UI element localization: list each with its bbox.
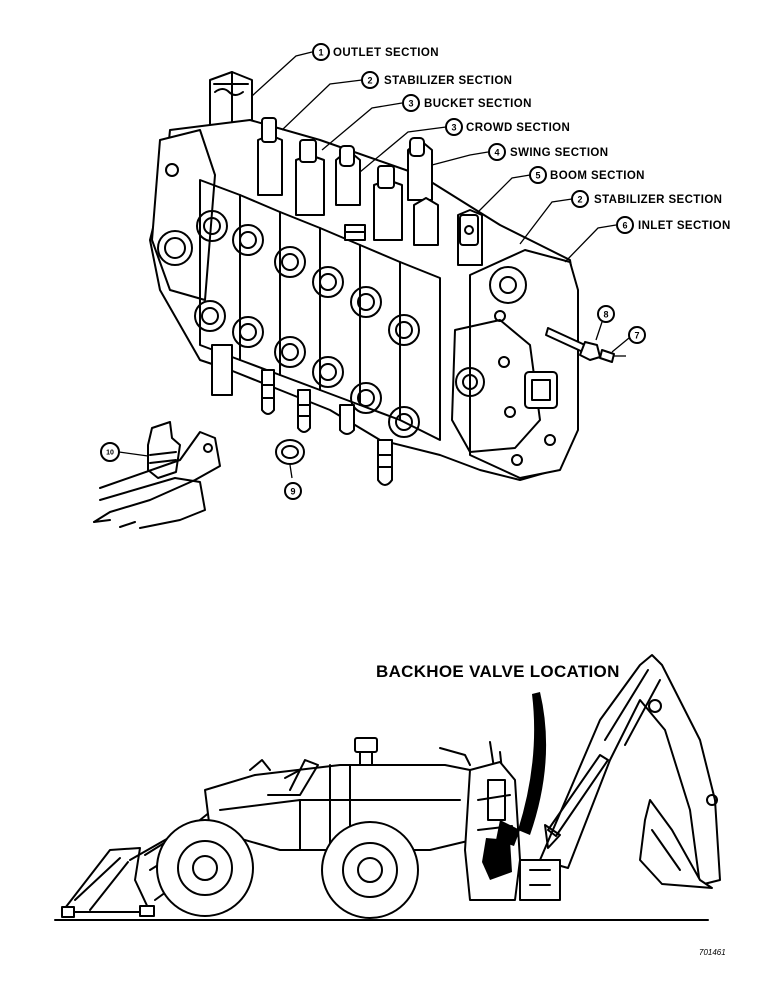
callout-label: SWING SECTION (510, 147, 608, 159)
callout-label: STABILIZER SECTION (594, 194, 722, 206)
callout-number: 6 (622, 221, 627, 231)
spool-caps (257, 117, 483, 266)
callout-stabilizer-2: 2 STABILIZER SECTION (519, 190, 722, 245)
callout-outlet: 1 OUTLET SECTION (251, 43, 439, 97)
callout-label: OUTLET SECTION (333, 47, 439, 59)
callout-crowd: 3 CROWD SECTION (359, 118, 570, 173)
callout-swing: 4 SWING SECTION (431, 143, 608, 166)
callout-bucket: 3 BUCKET SECTION (321, 94, 532, 151)
inlet-section (451, 249, 579, 479)
part-number: 8 (603, 310, 608, 320)
control-valve-assembly (93, 71, 626, 529)
callout-number: 3 (451, 123, 456, 133)
callout-number: 2 (367, 76, 372, 86)
tie-bolt (545, 327, 626, 363)
callout-number: 2 (577, 195, 582, 205)
callout-number: 3 (408, 99, 413, 109)
callout-label: INLET SECTION (638, 220, 731, 232)
figure-reference-number: 701461 (699, 948, 726, 957)
part-number: 7 (634, 331, 639, 341)
callout-number: 4 (494, 148, 499, 158)
tractor-backhoe-illustration (54, 654, 721, 921)
part-7: 7 (611, 326, 646, 353)
callout-boom: 5 BOOM SECTION (477, 166, 645, 213)
fitting-10-bracket (93, 421, 221, 529)
callout-label: STABILIZER SECTION (384, 75, 512, 87)
plug-fitting-9 (275, 439, 305, 479)
callout-label: BUCKET SECTION (424, 98, 532, 110)
callout-label: BOOM SECTION (550, 170, 645, 182)
part-9: 9 (284, 482, 302, 500)
part-8: 8 (595, 305, 615, 341)
valve-sections (194, 179, 441, 441)
callout-inlet: 6 INLET SECTION (564, 216, 731, 263)
callout-label: CROWD SECTION (466, 122, 570, 134)
callout-number: 1 (318, 48, 323, 58)
part-10: 10 (100, 442, 149, 462)
part-number: 10 (106, 450, 114, 457)
callout-stabilizer-1: 2 STABILIZER SECTION (281, 71, 512, 131)
backhoe-valve-location-label: BACKHOE VALVE LOCATION (376, 662, 620, 681)
callout-number: 5 (535, 171, 540, 181)
spool-ends (211, 344, 393, 486)
part-number: 9 (290, 487, 295, 497)
